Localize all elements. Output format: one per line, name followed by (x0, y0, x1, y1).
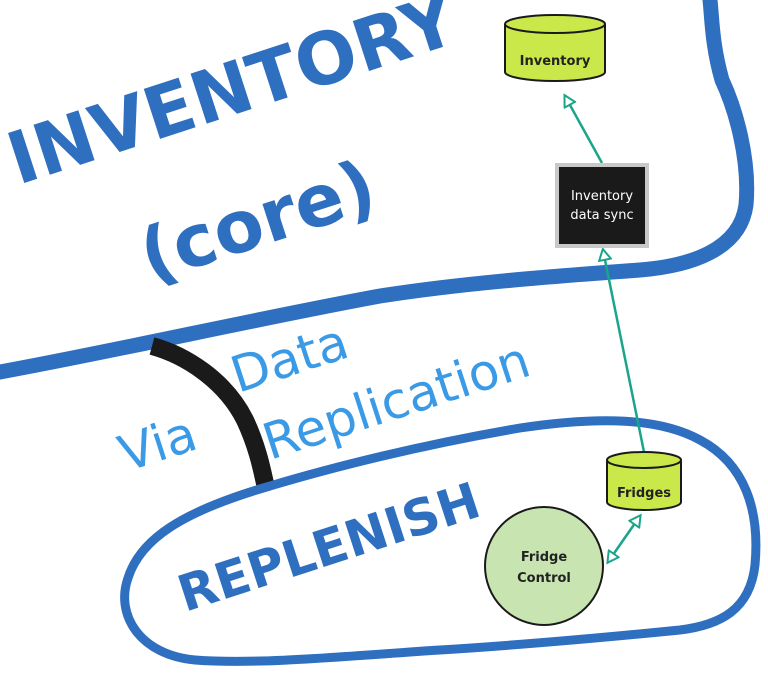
arrow-fridges-to-sync (603, 250, 646, 453)
fridge-control-node[interactable]: Fridge Control (484, 506, 604, 626)
replenish-boundary (120, 416, 761, 666)
inventory-context-title: INVENTORY (0, 0, 467, 201)
relationship-via-label: Via (112, 404, 204, 483)
fridges-database-label: Fridges (617, 486, 671, 501)
relationship-link (149, 337, 275, 490)
fridge-control-label-line2: Control (517, 571, 571, 586)
arrow-fridges-control-bidirectional (608, 516, 640, 562)
sync-label-line2: data sync (570, 208, 633, 223)
fridges-database[interactable]: Fridges (606, 451, 682, 511)
fridge-control-label-line1: Fridge (521, 550, 568, 565)
inventory-data-sync-box[interactable]: Inventory data sync (555, 163, 649, 248)
inventory-database-label: Inventory (520, 54, 591, 69)
inventory-context-subtitle: (core) (129, 143, 385, 298)
sync-label-line1: Inventory (571, 189, 633, 204)
inventory-boundary (0, 0, 755, 380)
arrow-sync-to-inventory (565, 96, 604, 164)
inventory-database[interactable]: Inventory (504, 14, 606, 82)
replenish-context-title: REPLENISH (171, 471, 487, 623)
